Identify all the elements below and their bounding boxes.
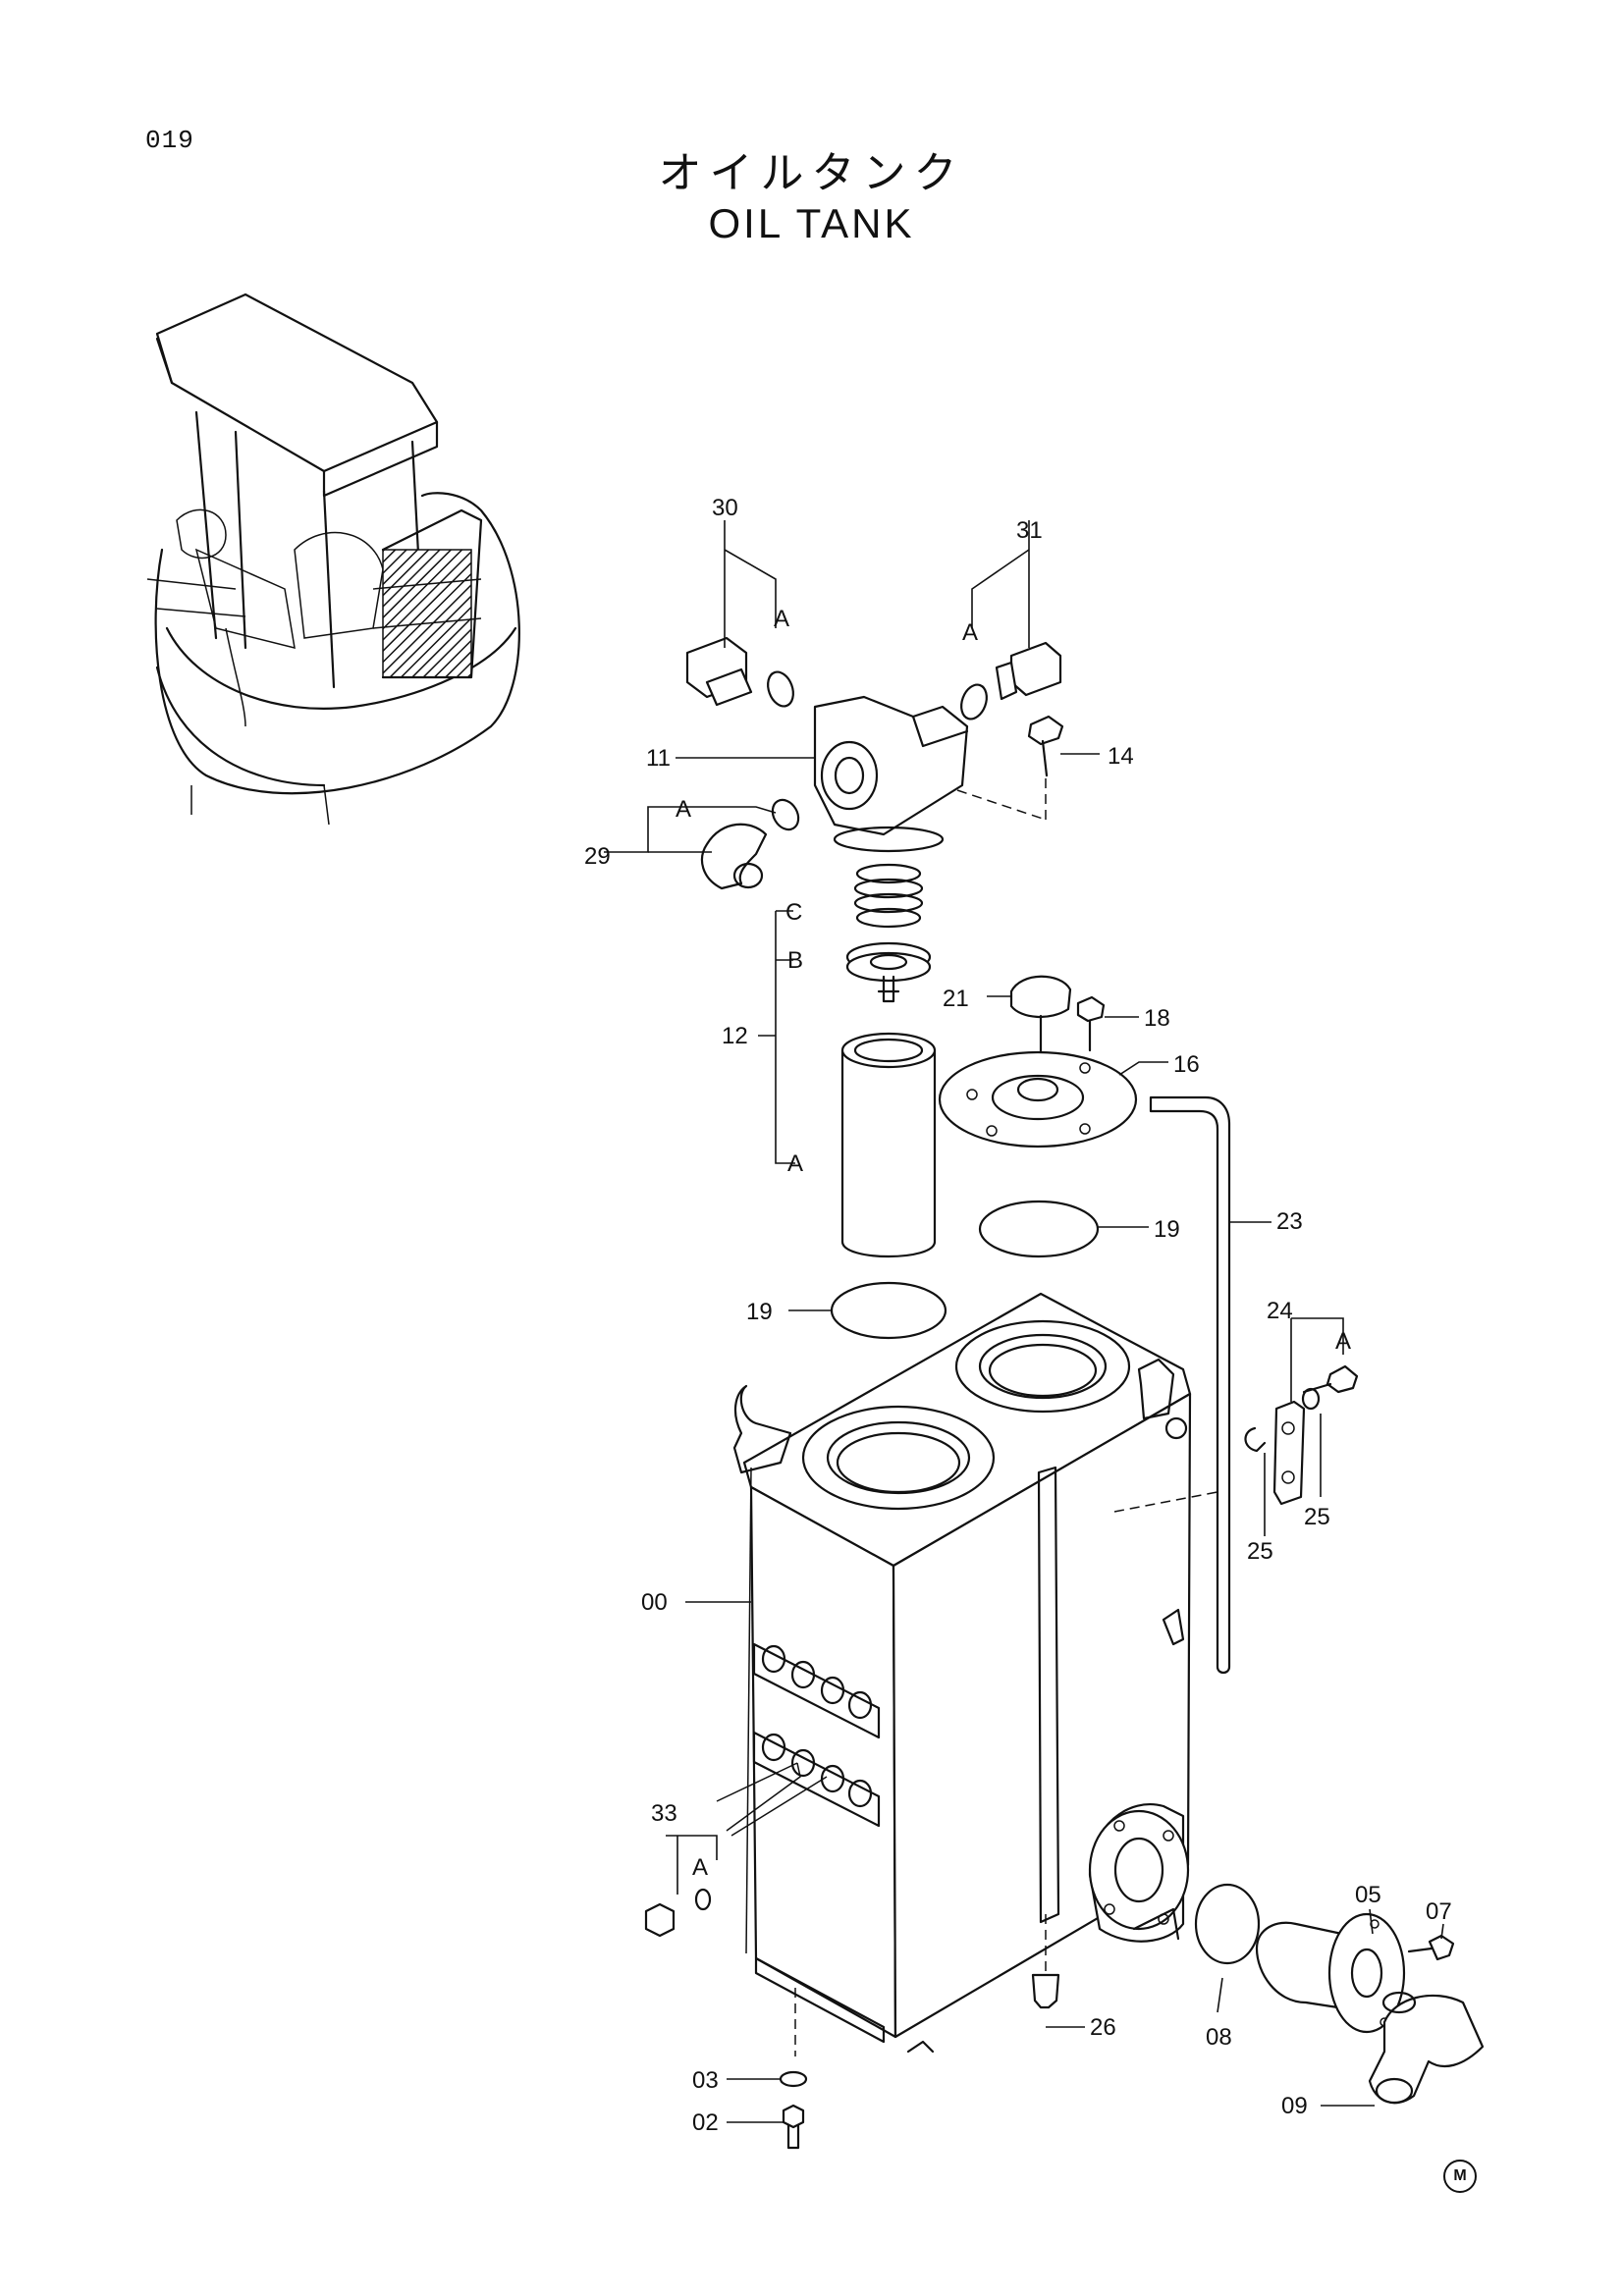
callout-21: 21 bbox=[943, 986, 969, 1012]
cap-cover-group bbox=[830, 975, 1231, 1675]
callout-numbers: 30 31 11 14 29 12 21 18 16 23 19 19 24 2… bbox=[584, 495, 1452, 2136]
callout-19-cover: 19 bbox=[1154, 1216, 1180, 1243]
bracket-24 bbox=[1272, 1400, 1306, 1506]
clip-25 bbox=[1244, 1426, 1267, 1453]
fittings-group bbox=[644, 1883, 1485, 2150]
callout-24: 24 bbox=[1267, 1298, 1293, 1324]
bolt-02 bbox=[782, 2104, 805, 2129]
callout-31: 31 bbox=[1016, 517, 1043, 544]
page-title-japanese: オイルタンク bbox=[658, 148, 965, 198]
callout-16: 16 bbox=[1173, 1051, 1200, 1078]
callout-08: 08 bbox=[1206, 2024, 1232, 2051]
callout-05: 05 bbox=[1355, 1882, 1381, 1908]
elbow-29 bbox=[700, 823, 768, 890]
callout-25-clip: 25 bbox=[1247, 1538, 1273, 1565]
callout-03: 03 bbox=[692, 2067, 719, 2094]
o-ring-31 bbox=[960, 683, 988, 721]
sub-item-letters: A A A C B A A A bbox=[676, 606, 1351, 1881]
o-ring-29 bbox=[771, 798, 800, 831]
bypass-valve bbox=[845, 941, 932, 1003]
callout-19-filter: 19 bbox=[746, 1299, 773, 1325]
callout-leaders bbox=[604, 520, 1444, 2123]
o-ring-30 bbox=[767, 670, 794, 708]
sub-label-a-24: A bbox=[1335, 1328, 1351, 1355]
connector-plate-lower bbox=[752, 1731, 881, 1828]
callout-09: 09 bbox=[1281, 2093, 1308, 2119]
bracket-group bbox=[1244, 1364, 1359, 1506]
plug-26 bbox=[1031, 1973, 1060, 2009]
bolt-14 bbox=[1027, 715, 1064, 746]
o-ring-19-cover bbox=[978, 1200, 1100, 1258]
callout-30: 30 bbox=[712, 495, 738, 521]
filter-element bbox=[840, 1032, 937, 1258]
sub-label-a-31: A bbox=[962, 619, 978, 646]
callout-11: 11 bbox=[646, 745, 671, 772]
revision-mark: M bbox=[1443, 2160, 1477, 2193]
callout-18: 18 bbox=[1144, 1005, 1170, 1032]
callout-33: 33 bbox=[651, 1800, 677, 1827]
bolt-07 bbox=[1428, 1934, 1455, 1961]
sub-label-a-30: A bbox=[774, 606, 789, 632]
breather-cap-21 bbox=[1009, 975, 1072, 1019]
callout-02: 02 bbox=[692, 2109, 719, 2136]
flange-adapter-05 bbox=[1255, 1912, 1406, 2034]
bolt-a24 bbox=[1325, 1364, 1359, 1394]
bolt-18 bbox=[1076, 995, 1106, 1023]
callout-12: 12 bbox=[722, 1023, 748, 1049]
sub-label-a-12: A bbox=[787, 1150, 803, 1177]
o-ring-33 bbox=[694, 1888, 712, 1911]
oil-tank-body bbox=[716, 1292, 1218, 2056]
plug-33 bbox=[644, 1902, 676, 1938]
plug-31 bbox=[1009, 641, 1062, 697]
callout-07: 07 bbox=[1426, 1898, 1452, 1925]
sub-label-a-33: A bbox=[692, 1854, 708, 1881]
sub-label-b-12: B bbox=[787, 947, 803, 974]
page-number: 019 bbox=[145, 126, 194, 155]
spring bbox=[853, 863, 924, 929]
level-gauge-tube-23 bbox=[1149, 1095, 1231, 1675]
machine-locator-illustration bbox=[146, 293, 520, 826]
o-ring-08 bbox=[1194, 1883, 1261, 1965]
elbow-09 bbox=[1368, 1991, 1485, 2105]
callout-14: 14 bbox=[1108, 743, 1134, 770]
washer-03 bbox=[779, 2070, 808, 2088]
connector-plate-upper bbox=[752, 1642, 881, 1739]
sub-label-c-12: C bbox=[785, 899, 802, 926]
callout-23: 23 bbox=[1276, 1208, 1303, 1235]
callout-00: 00 bbox=[641, 1589, 668, 1616]
callout-25-washer: 25 bbox=[1304, 1504, 1330, 1530]
sub-label-a-29: A bbox=[676, 796, 691, 823]
filter-head-group bbox=[685, 636, 1064, 1258]
washer-25 bbox=[1301, 1387, 1321, 1411]
callout-29: 29 bbox=[584, 843, 611, 870]
page-title-english: OIL TANK bbox=[708, 200, 915, 246]
o-ring-19-filter bbox=[830, 1281, 947, 1340]
callout-26: 26 bbox=[1090, 2014, 1116, 2041]
flange-port bbox=[1088, 1803, 1190, 1943]
